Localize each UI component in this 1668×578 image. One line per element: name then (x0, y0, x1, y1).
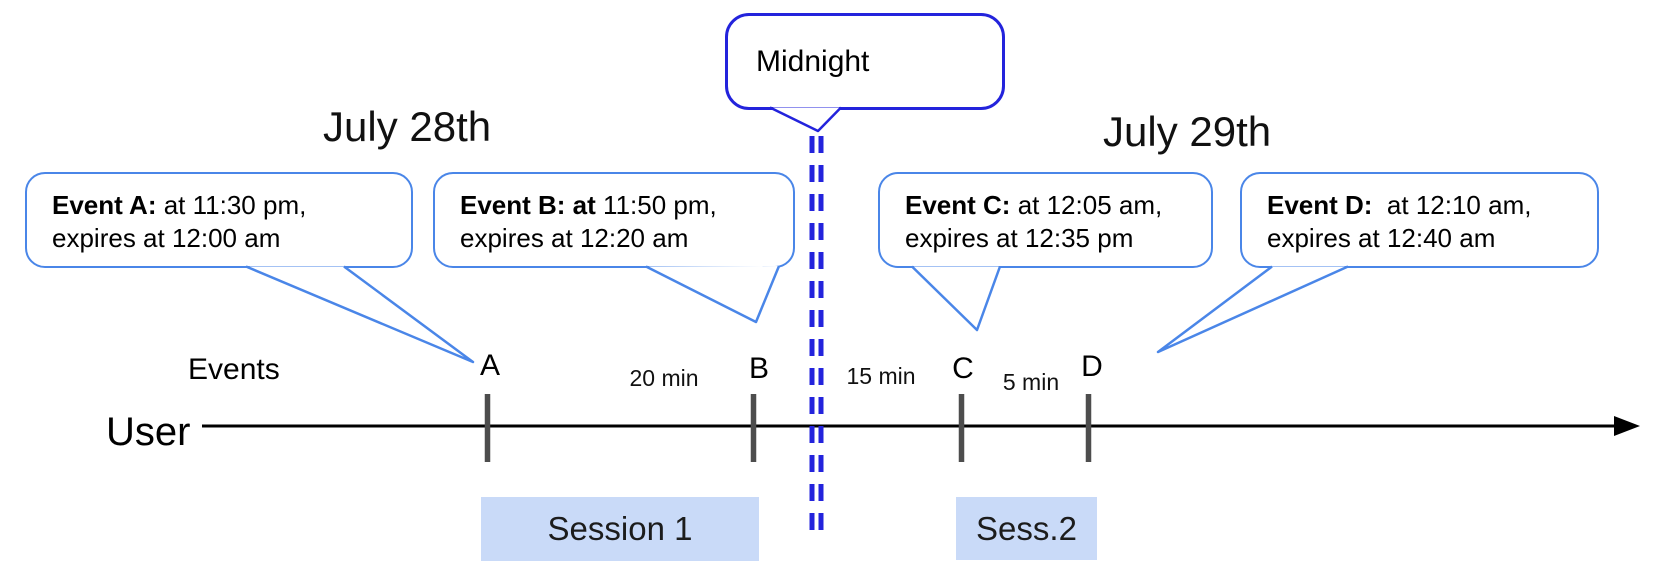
timeline-arrowhead-icon (1614, 416, 1640, 436)
interval-label-15min: 15 min (846, 363, 916, 389)
callout-tail-c (911, 265, 1002, 332)
date-title-july-28: July 28th (323, 103, 492, 150)
interval-label-5min: 5 min (1002, 369, 1060, 395)
tick-label-c: C (952, 352, 974, 385)
midnight-label: Midnight (756, 44, 870, 78)
callout-event-a: Event A: at 11:30 pm, expires at 12:00 a… (25, 172, 413, 268)
callout-event-b: Event B: at 11:50 pm, expires at 12:20 a… (433, 172, 795, 268)
callout-tail-d (1156, 265, 1349, 354)
date-title-july-29: July 29th (1103, 108, 1272, 155)
callout-event-d-line2: expires at 12:40 am (1267, 223, 1496, 253)
tick-label-d: D (1081, 350, 1103, 383)
events-row-label: Events (188, 353, 280, 386)
callout-event-d: Event D: at 12:10 am, expires at 12:40 a… (1240, 172, 1599, 268)
callout-event-a-line2: expires at 12:00 am (52, 223, 281, 253)
session-1-box: Session 1 (481, 497, 759, 561)
midnight-bubble: Midnight (725, 13, 1005, 110)
tick-label-b: B (748, 352, 770, 385)
callout-event-c-line1: Event C: at 12:05 am, (905, 190, 1163, 220)
midnight-bubble-tail (769, 106, 842, 133)
session-2-label: Sess.2 (976, 509, 1077, 547)
callout-event-b-line1: Event B: at 11:50 pm, (460, 190, 717, 220)
user-axis-label: User (106, 410, 191, 454)
callout-event-d-line1: Event D: at 12:10 am, (1267, 190, 1532, 220)
session-2-box: Sess.2 (956, 497, 1097, 560)
interval-label-20min: 20 min (629, 365, 699, 391)
callout-tail-a (245, 265, 475, 364)
callout-tail-b (645, 265, 781, 324)
callout-event-c: Event C: at 12:05 am, expires at 12:35 p… (878, 172, 1213, 268)
tick-label-a: A (479, 349, 501, 382)
callout-event-b-line2: expires at 12:20 am (460, 223, 689, 253)
callout-event-c-line2: expires at 12:35 pm (905, 223, 1134, 253)
callout-event-a-line1: Event A: at 11:30 pm, (52, 190, 307, 220)
session-1-label: Session 1 (547, 510, 693, 547)
